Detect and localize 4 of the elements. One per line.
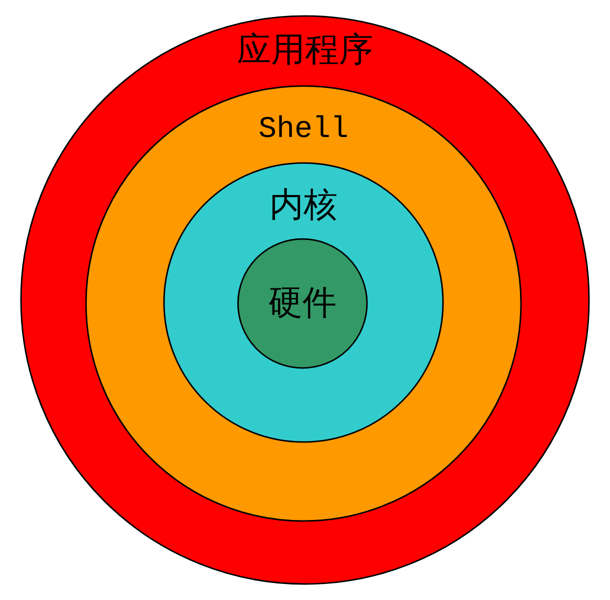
layer-label: 内核 xyxy=(270,188,338,222)
layer-label: Shell xyxy=(258,115,348,145)
layer-label: 硬件 xyxy=(268,286,336,320)
layer-label: 应用程序 xyxy=(237,33,373,67)
